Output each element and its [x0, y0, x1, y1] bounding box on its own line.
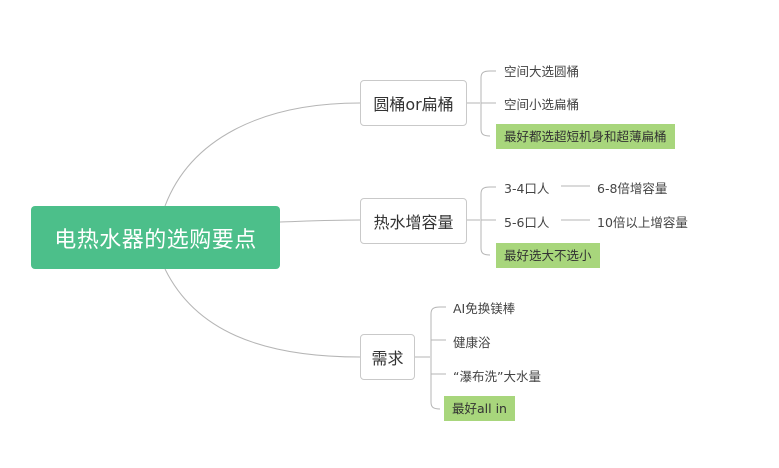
connector-root-branch-3: [164, 268, 361, 358]
leaf-10x-capacity[interactable]: 10倍以上增容量: [597, 215, 688, 230]
leaf-healthy-bath[interactable]: 健康浴: [453, 335, 491, 350]
leaf-small-space[interactable]: 空间小选扁桶: [504, 97, 580, 112]
root-topic[interactable]: 电热水器的选购要点: [31, 206, 280, 269]
branch-tank-shape[interactable]: 圆桶or扁桶: [360, 80, 467, 126]
leaf-5-6-people[interactable]: 5-6口人: [504, 215, 550, 230]
bracket-branch-2: [467, 186, 496, 256]
connector-root-branch-2: [279, 219, 361, 223]
leaf-6-8x-capacity[interactable]: 6-8倍增容量: [597, 181, 668, 196]
leaf-ai-anode[interactable]: AI免换镁棒: [453, 301, 516, 316]
connector-root-branch-1: [164, 102, 361, 207]
bracket-branch-3: [415, 306, 446, 410]
leaf-3-4-people[interactable]: 3-4口人: [504, 181, 550, 196]
note-needs[interactable]: 最好all in: [444, 396, 515, 421]
bracket-branch-1: [467, 70, 496, 137]
note-tank-shape[interactable]: 最好都选超短机身和超薄扁桶: [496, 124, 675, 149]
leaf-waterfall-wash[interactable]: “瀑布洗”大水量: [453, 369, 541, 384]
branch-capacity[interactable]: 热水增容量: [360, 198, 467, 244]
leaf-large-space[interactable]: 空间大选圆桶: [504, 64, 580, 79]
note-capacity[interactable]: 最好选大不选小: [496, 243, 600, 268]
branch-needs[interactable]: 需求: [360, 334, 415, 380]
